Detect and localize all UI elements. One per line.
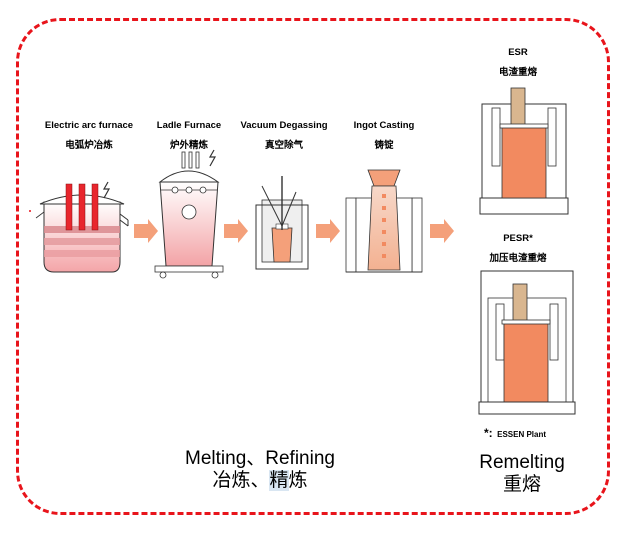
esr-label-en: ESR (508, 47, 528, 58)
melting-cn-part3: 炼 (288, 470, 308, 491)
melting-cn-part1: 冶炼、 (212, 470, 270, 491)
pesr-label-en: PESR* (503, 233, 533, 244)
arrow-1 (134, 219, 158, 243)
melting-caption-en: Melting、Refining (185, 448, 335, 469)
eaf-icon (35, 181, 129, 273)
footnote-text: ESSEN Plant (497, 430, 547, 439)
lf-label-en: Ladle Furnace (156, 120, 222, 131)
esr-icon (479, 87, 569, 215)
ic-label-cn: 铸锭 (374, 140, 394, 151)
lf-label-cn: 炉外精炼 (169, 140, 208, 151)
pesr-icon (478, 270, 576, 415)
ic-label-en: Ingot Casting (353, 120, 415, 131)
melting-caption-cn: 冶炼、精炼 (160, 470, 360, 492)
esr-label-cn: 电渣重熔 (498, 67, 537, 78)
melting-cn-part2: 精 (269, 470, 289, 491)
process-boundary (16, 18, 610, 515)
eaf-label-en: Electric arc furnace (44, 120, 134, 131)
remelting-caption-cn: 重熔 (502, 474, 541, 495)
stray-dot (29, 210, 31, 212)
footnote-mark: *: (484, 426, 493, 440)
vd-label-en: Vacuum Degassing (240, 120, 328, 131)
footnote: *: ESSEN Plant (484, 424, 546, 442)
ic-icon (345, 169, 423, 273)
vd-icon (255, 176, 309, 270)
lf-icon (154, 149, 224, 279)
vd-label-cn: 真空除气 (264, 140, 303, 151)
arrow-4 (430, 219, 454, 243)
remelting-caption-en: Remelting (479, 452, 565, 473)
arrow-2 (224, 219, 248, 243)
arrow-3 (316, 219, 340, 243)
eaf-label-cn: 电弧炉冶炼 (65, 140, 113, 151)
pesr-label-cn: 加压电渣重熔 (489, 253, 547, 264)
